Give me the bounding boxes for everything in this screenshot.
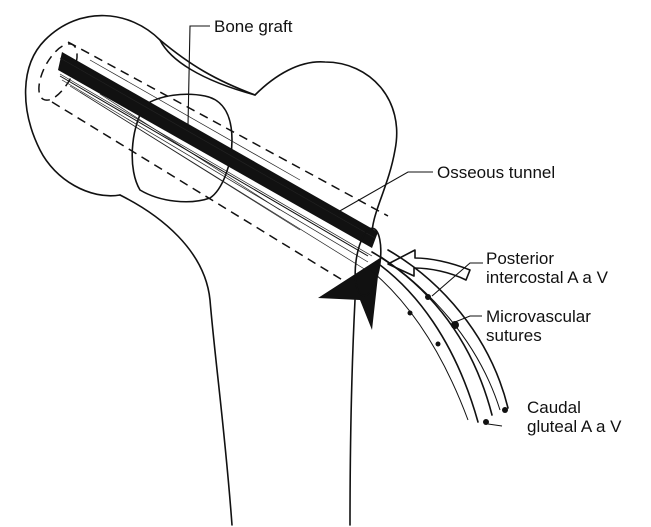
vessel-end-2 (502, 407, 508, 413)
cortical-flap (318, 258, 380, 330)
leader-microvascular (455, 316, 482, 322)
label-caudal-line2: gluteal A a V (527, 417, 622, 436)
label-microvascular-line1: Microvascular (486, 307, 591, 326)
label-osseous-tunnel: Osseous tunnel (437, 163, 555, 182)
leader-bone-graft (188, 26, 210, 125)
neck-upper-contour (160, 40, 255, 95)
tunnel-upper-edge (68, 42, 388, 216)
vessel-outer-a (372, 252, 492, 415)
vascular-pedicle-in-tunnel (58, 52, 378, 270)
femur-outline (26, 16, 397, 525)
label-posterior-line1: Posterior (486, 249, 554, 268)
label-caudal-line1: Caudal (527, 398, 581, 417)
leader-osseous-tunnel (338, 172, 433, 212)
suture-mark-1 (425, 294, 431, 300)
direction-arrow (388, 250, 470, 280)
pedicle-hatch-c (62, 80, 368, 262)
pedicle-dark-band (58, 52, 378, 248)
leader-caudal (488, 424, 502, 426)
suture-mark-3 (408, 311, 413, 316)
leader-posterior (432, 263, 483, 296)
pedicle-inner-line (60, 76, 368, 256)
label-posterior-line2: intercostal A a V (486, 268, 609, 287)
suture-mark-4 (436, 342, 441, 347)
vessel-inner-b (368, 268, 468, 420)
femur-shaft-left-edge (120, 195, 232, 525)
pedicle-hatch-f (90, 60, 300, 180)
pedicle-hatch-a (60, 58, 375, 238)
label-microvascular-line2: sutures (486, 326, 542, 345)
suture-mark-2 (451, 321, 459, 329)
label-bone-graft: Bone graft (214, 17, 293, 36)
pedicle-hatch-b (60, 74, 372, 256)
femur-shaft-right-edge (350, 300, 355, 525)
cortical-window (318, 227, 385, 330)
